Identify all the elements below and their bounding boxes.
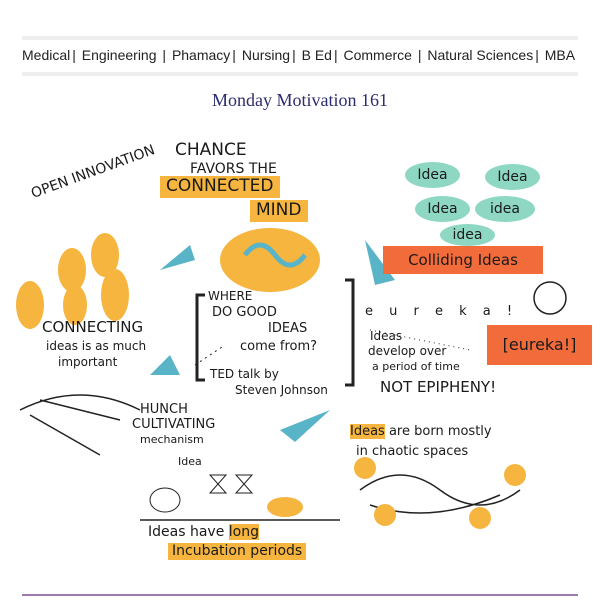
sep: | — [333, 47, 338, 63]
idea-bubble: idea — [440, 224, 495, 246]
chaotic-2: in chaotic spaces — [356, 444, 469, 459]
brain-icon — [220, 228, 320, 292]
nav-medical[interactable]: Medical — [22, 47, 71, 63]
hunch: HUNCH — [140, 402, 188, 417]
ideas: IDEAS — [268, 321, 308, 336]
sketch-shapes — [16, 228, 567, 529]
cultivating: CULTIVATING — [132, 417, 216, 432]
colliding-ideas: Colliding Ideas — [383, 246, 543, 274]
idea-bubble: Idea — [415, 196, 470, 222]
develop-2: develop over — [368, 344, 447, 358]
sketchnote: OPEN INNOVATION CHANCE FAVORS THE CONNEC… — [0, 120, 600, 590]
clock-icon — [533, 281, 567, 315]
chaotic-1: are born mostly — [388, 424, 492, 439]
nav-engineering[interactable]: Engineering — [81, 47, 157, 63]
connecting-3: important — [58, 355, 118, 369]
sep: | — [232, 47, 236, 63]
nav-pharmacy[interactable]: Phamacy — [171, 47, 231, 63]
lightning-icon — [16, 233, 129, 329]
egg-icon — [149, 487, 181, 513]
sep: | — [417, 47, 422, 63]
arrow-icon — [150, 240, 395, 442]
incubation-1: Ideas have — [148, 524, 225, 540]
footer-divider — [22, 594, 578, 596]
ted-talk: TED talk by — [210, 367, 279, 381]
sep: | — [72, 47, 76, 63]
nav-natural-sciences[interactable]: Natural Sciences — [427, 47, 534, 63]
divider — [22, 72, 578, 76]
chance: CHANCE — [175, 140, 247, 160]
sep: | — [292, 47, 296, 63]
divider — [22, 36, 578, 40]
connecting: CONNECTING — [42, 318, 144, 336]
idea-bubble: idea — [475, 196, 535, 222]
page-title: Monday Motivation 161 — [212, 90, 388, 110]
course-nav: Medical| Engineering | Phamacy| Nursing|… — [22, 47, 577, 63]
eureka-box: [eureka!] — [487, 325, 592, 365]
nav-nursing[interactable]: Nursing — [241, 47, 291, 63]
speaker: Steven Johnson — [235, 383, 328, 397]
mind: MIND — [250, 200, 308, 222]
mechanism: mechanism — [140, 433, 204, 446]
sep: | — [535, 47, 539, 63]
nest-icon — [19, 394, 141, 456]
ideas-highlight: Ideas — [350, 424, 385, 439]
idea-small: Idea — [178, 455, 202, 468]
logo — [110, 0, 190, 10]
eureka-dotted: e u r e k a ! — [365, 304, 519, 319]
nav-mba[interactable]: MBA — [544, 47, 576, 63]
develop-3: a period of time — [372, 360, 460, 373]
nav-commerce[interactable]: Commerce — [343, 47, 412, 63]
nav-bed[interactable]: B Ed — [301, 47, 332, 63]
incubation-2: Incubation periods — [168, 543, 307, 560]
favors: FAVORS THE — [190, 161, 277, 177]
idea-bubble: Idea — [405, 162, 460, 188]
not-epiphany: NOT EPIPHENY! — [380, 378, 497, 396]
connected: CONNECTED — [160, 176, 280, 198]
hourglass-icon — [208, 474, 254, 494]
sep: | — [162, 47, 167, 63]
come-from: come from? — [240, 339, 318, 354]
connecting-2: ideas is as much — [46, 339, 147, 353]
where: WHERE — [208, 289, 253, 303]
idea-bubble: Idea — [485, 164, 540, 190]
long-highlight: long — [228, 524, 259, 540]
develop-1: Ideas — [370, 329, 403, 343]
do-good: DO GOOD — [212, 305, 277, 320]
